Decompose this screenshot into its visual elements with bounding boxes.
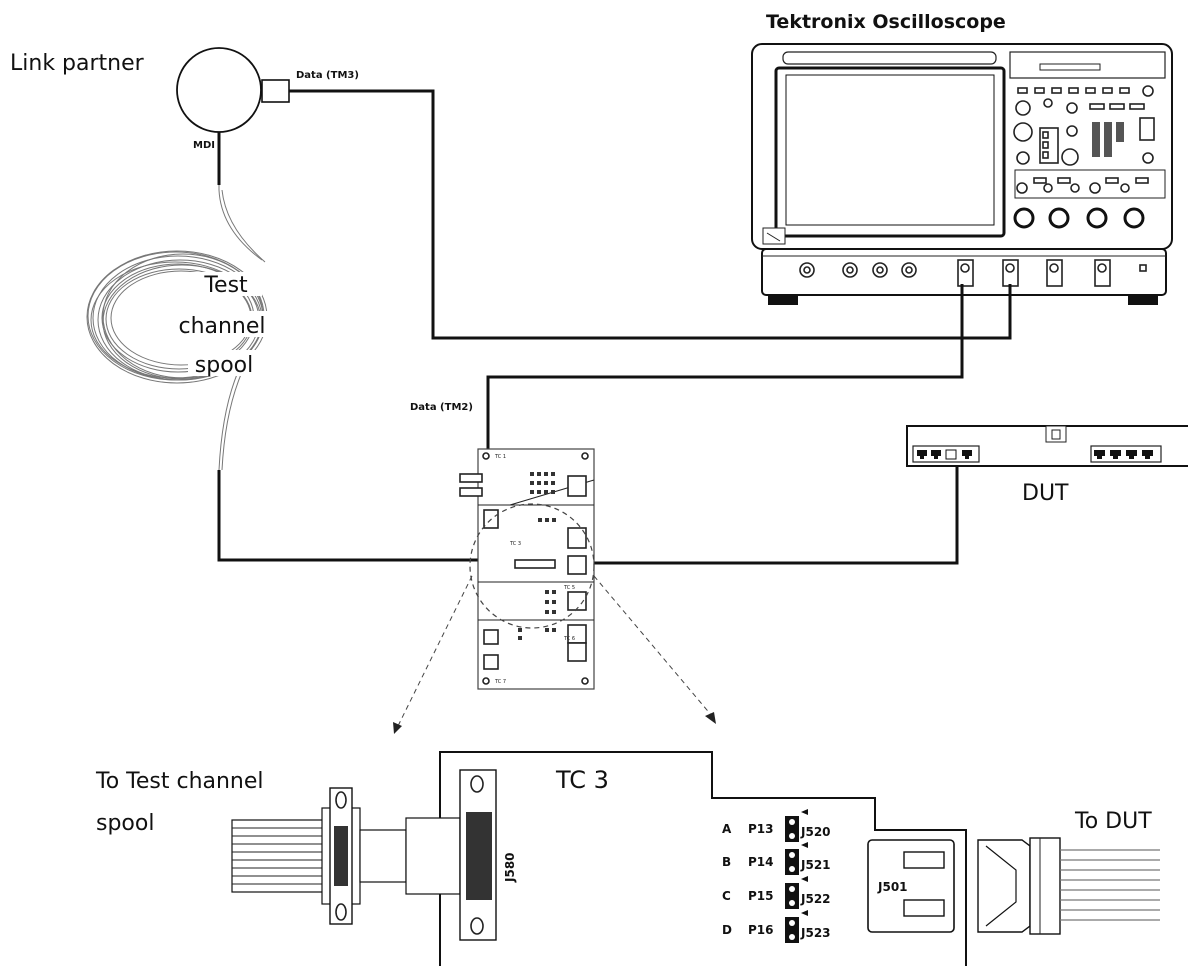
fixture-silk-tc5: TC 5: [563, 585, 575, 591]
link-partner-device: [176, 47, 262, 133]
row-c-jumper-header: [785, 883, 799, 909]
jumper-row-a: A P13 J520: [722, 809, 831, 842]
row-d-jumper-header: [785, 917, 799, 943]
jumper-pins: A P13 J520 B P14 J521 C P15: [722, 809, 831, 943]
link-partner-data-label: Data (TM3): [296, 70, 359, 81]
spool-to-fixture-cable: [217, 470, 480, 562]
spool-cable-plug: [231, 787, 407, 925]
oscilloscope-controls: [1013, 85, 1166, 229]
zoom-arrow-right: [593, 575, 713, 717]
to-spool-label-line1: To Test channel: [95, 769, 264, 794]
j580-label: J580: [503, 852, 517, 883]
jumper-row-c: C P15 J522: [722, 876, 831, 909]
tc3-title: TC 3: [555, 766, 609, 794]
oscilloscope-knobs: [1013, 207, 1145, 229]
jumper-row-b: B P14 J521: [722, 842, 831, 875]
detail-view: To Test channel spool TC 3: [95, 751, 1160, 966]
zoom-region-circle: [469, 503, 595, 629]
dut-ports-right: [1090, 445, 1162, 463]
link-partner-data-port: [261, 79, 290, 103]
row-a-jumper-header: [785, 816, 799, 842]
row-c-jumper: J522: [800, 892, 831, 906]
oscilloscope-title: Tektronix Oscilloscope: [766, 11, 1006, 33]
row-a-probe: P13: [748, 822, 774, 836]
row-b-jumper: J521: [800, 858, 831, 872]
fixture-data-label: Data (TM2): [410, 402, 473, 413]
spool-label-line3: spool: [195, 353, 253, 378]
row-d-jumper: J523: [800, 926, 831, 940]
spool-label-line2: channel: [178, 314, 265, 339]
link-partner-label: Link partner: [10, 51, 145, 76]
data-tm3-cable: [289, 89, 1012, 340]
row-c-probe: P15: [748, 889, 774, 903]
row-b-jumper-header: [785, 849, 799, 875]
dut-cable-plug: [977, 837, 1160, 935]
jumper-row-d: D P16 J523: [722, 910, 831, 943]
row-a-letter: A: [722, 822, 732, 836]
j580-connector: J580: [405, 769, 517, 941]
j501-label: J501: [877, 880, 908, 894]
row-d-letter: D: [722, 923, 732, 937]
row-c-letter: C: [722, 889, 731, 903]
spool-label-line1: Test: [203, 273, 248, 298]
fixture-silk-tc1: TC 1: [494, 454, 506, 460]
oscilloscope: Tektronix Oscilloscope: [751, 11, 1173, 305]
to-spool-label-line2: spool: [96, 811, 154, 836]
dut: DUT: [906, 425, 1188, 506]
to-dut-label: To DUT: [1074, 809, 1152, 834]
fixture-silk-tc3: TC 3: [509, 541, 521, 547]
row-b-letter: B: [722, 855, 731, 869]
fixture-silk-tc7: TC 7: [494, 679, 506, 685]
link-partner: Link partner Data (TM3) MDI: [10, 47, 359, 151]
tc3-board: [439, 751, 967, 966]
row-d-probe: P16: [748, 923, 774, 937]
row-b-probe: P14: [748, 855, 774, 869]
row-a-jumper: J520: [800, 825, 831, 839]
test-fixture-board: TC 1 TC 3 TC 5 TC 6 TC 7: [393, 448, 716, 734]
link-partner-mdi-label: MDI: [193, 140, 215, 151]
fixture-to-dut-cable: [590, 455, 959, 565]
dut-ports-left: [912, 445, 980, 463]
test-channel-spool: Test channel spool: [86, 132, 276, 471]
fixture-silk-tc6: TC 6: [563, 636, 575, 642]
j501-connector: J501: [867, 839, 955, 933]
zoom-arrow-left: [397, 575, 473, 727]
dut-label: DUT: [1022, 481, 1069, 506]
